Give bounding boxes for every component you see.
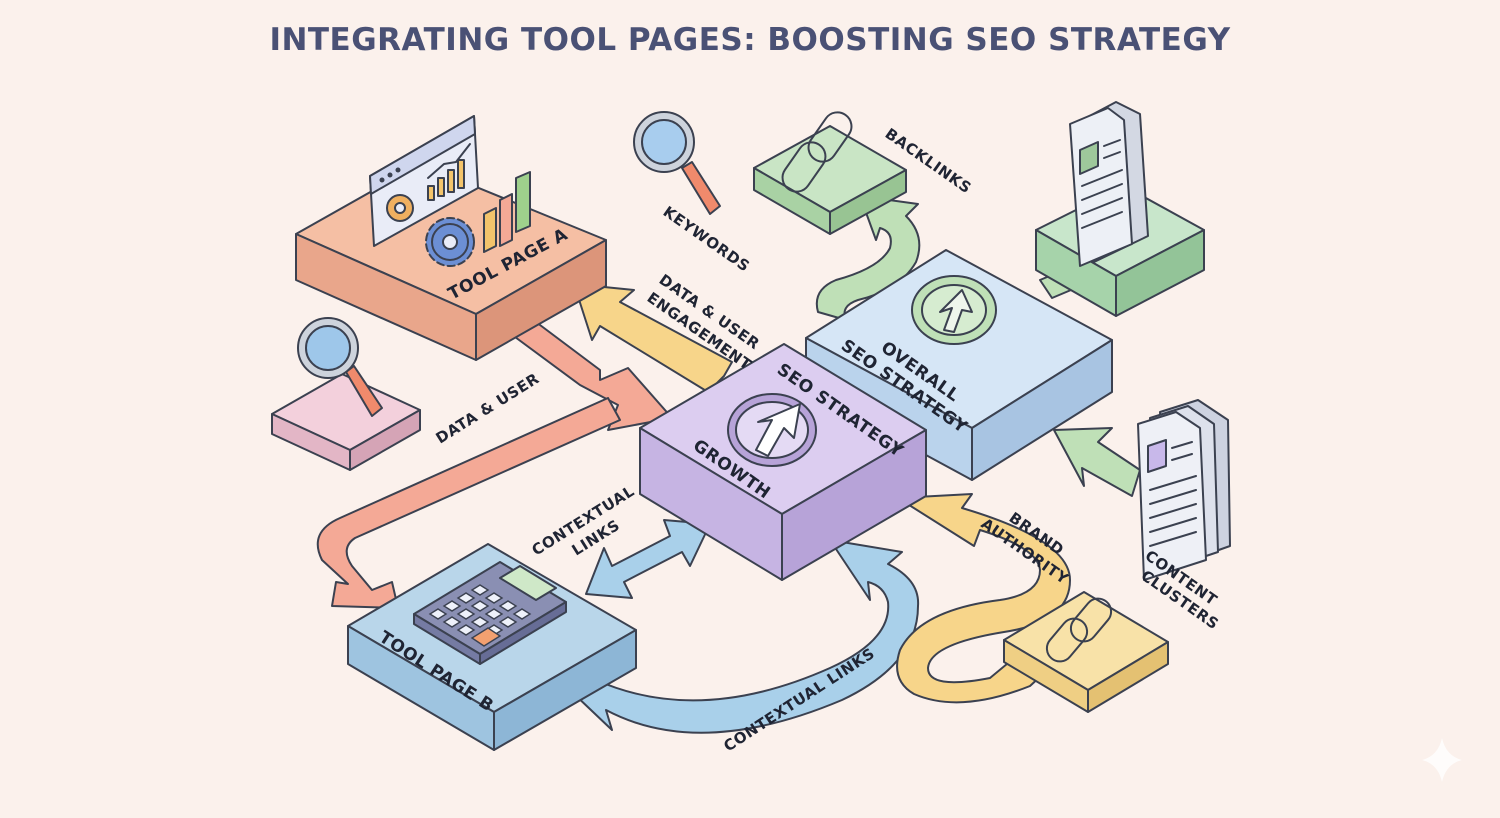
growth-circle-icon [911, 275, 997, 345]
keywords-label: KEYWORDS [660, 203, 754, 276]
document-block [1035, 101, 1205, 317]
document-icon [1069, 101, 1149, 267]
backlinks-block [753, 111, 907, 235]
sparkle-icon [1422, 738, 1462, 782]
arrow-content-to-overall [1053, 427, 1141, 497]
growth-arrow-icon [727, 393, 817, 467]
magnifier-icon [297, 317, 383, 417]
arrow-contextual-links-loop [571, 539, 920, 734]
content-clusters-documents-icon [1137, 399, 1231, 581]
diagram-title: INTEGRATING TOOL PAGES: BOOSTING SEO STR… [269, 22, 1231, 58]
keywords-magnifier-icon [633, 111, 721, 215]
brand-authority-block [1003, 591, 1169, 713]
seo-strategy-growth-block: SEO STRATEGY GROWTH [639, 343, 927, 581]
keyword-research-block [271, 317, 421, 471]
analytics-dashboard-icon [369, 115, 479, 247]
brand-chain-link-icon [1045, 597, 1113, 663]
arrow-tool-a-to-seo [491, 309, 673, 431]
tool-page-b-block: TOOL PAGE B [347, 543, 637, 751]
calculator-icon [413, 561, 567, 665]
gear-icon [425, 217, 475, 267]
chain-link-icon [781, 111, 853, 193]
tool-page-a-block: TOOL PAGE A [295, 115, 607, 361]
bar-chart-icon [483, 171, 531, 253]
